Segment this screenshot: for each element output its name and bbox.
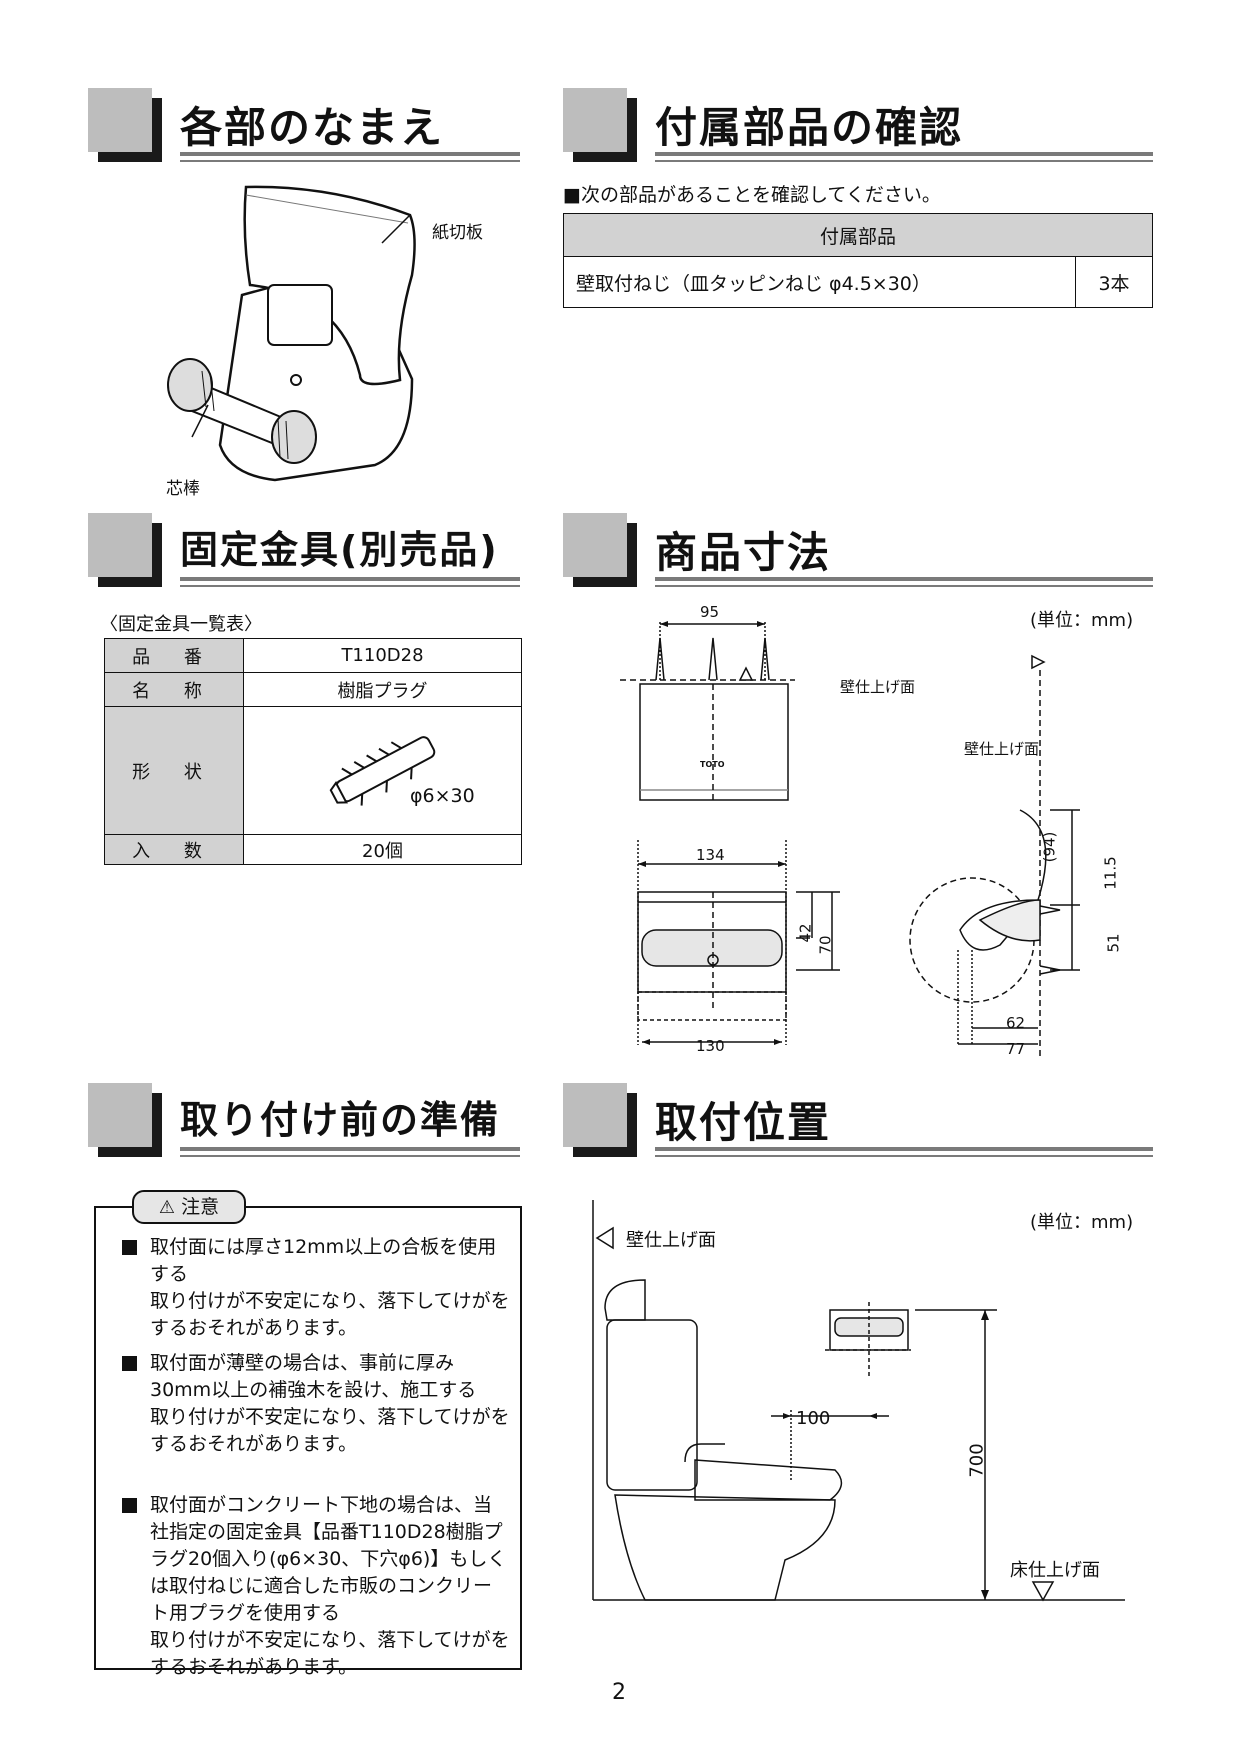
core-label: 芯棒 [166,479,200,499]
caution-tab: ⚠ 注意 [132,1190,246,1224]
header-rule [180,585,520,587]
warning-icon: ⚠ [158,1197,176,1218]
dimensions-drawing [620,620,1080,1060]
section-title: 取り付け前の準備 [180,1098,501,1142]
section-header-prep: 取り付け前の準備 [88,1083,520,1161]
header-rule [180,152,520,156]
parts-table: 付属部品 壁取付ねじ（皿タッピンねじ φ4.5×30） 3本 [563,213,1153,308]
section-header-dimensions: 商品寸法 [563,513,1153,591]
position-drawing [592,1200,1125,1602]
header-square [563,1083,627,1147]
plug-icon [329,736,436,806]
header-square [88,513,152,577]
dim-11-5: 11.5 [1101,856,1120,890]
position-wall-face: 壁仕上げ面 [626,1230,716,1251]
cutter-label: 紙切板 [432,223,483,243]
caution-item-body: 取り付けが不安定になり、落下してけがをするおそれがあります。 [150,1406,510,1455]
caution-item-body: 取り付けが不安定になり、落下してけがをするおそれがあります。 [150,1629,510,1678]
section-title: 各部のなまえ [180,103,445,152]
caution-item-head: 取付面がコンクリート下地の場合は、当社指定の固定金具【品番T110D28樹脂プラ… [120,1492,510,1627]
header-rule [655,160,1153,162]
parts-note: ■次の部品があることを確認してください。 [563,184,941,206]
page-number: 2 [612,1680,626,1705]
shape-label: 形 状 [104,706,244,835]
caution-item: 取付面が薄壁の場合は、事前に厚み30mm以上の補強木を設け、施工する 取り付けが… [120,1350,510,1458]
dim-77: 77 [1006,1040,1026,1058]
header-rule [655,1155,1153,1157]
dim-100: 100 [796,1408,831,1429]
dim-130: 130 [696,1037,725,1055]
wall-face-label-top: 壁仕上げ面 [840,678,916,696]
header-square [88,1083,152,1147]
parts-qty: 3本 [1075,256,1153,308]
caution-tab-label: 注意 [181,1196,220,1218]
dim-51: 51 [1104,933,1123,953]
section-title: 付属部品の確認 [655,103,964,152]
name-label: 名 称 [104,672,244,707]
header-square [563,88,627,152]
header-rule [655,585,1153,587]
section-title: 取付位置 [655,1098,832,1147]
qty-label: 入 数 [104,834,244,865]
fixture-table: 品 番 T110D28 名 称 樹脂プラグ 形 状 [104,638,522,865]
wall-face-label-side: 壁仕上げ面 [964,740,1040,758]
section-title: 固定金具(別売品) [180,528,499,572]
header-rule [655,577,1153,581]
caution-item: 取付面がコンクリート下地の場合は、当社指定の固定金具【品番T110D28樹脂プラ… [120,1492,510,1681]
part-no-value: T110D28 [243,638,522,673]
header-rule [655,1147,1153,1151]
dim-62: 62 [1006,1014,1026,1032]
dim-94: (94) [1040,831,1059,863]
dimensions-unit: (単位：mm) [1030,610,1134,631]
position-floor-face: 床仕上げ面 [1010,1560,1100,1581]
section-header-position: 取付位置 [563,1083,1153,1161]
caution-item-body: 取り付けが不安定になり、落下してけがをするおそれがあります。 [150,1290,510,1339]
caution-box [94,1206,522,1670]
caution-item-head: 取付面には厚さ12mm以上の合板を使用する [120,1234,510,1288]
brand-mark: TOTO [700,760,725,769]
shape-cell: φ6×30 [243,706,522,835]
part-no-label: 品 番 [104,638,244,673]
holder-illustration [167,185,416,482]
section-header-names: 各部のなまえ [88,88,520,166]
header-rule [180,160,520,162]
header-rule [180,1155,520,1157]
caution-item: 取付面には厚さ12mm以上の合板を使用する 取り付けが不安定になり、落下してけが… [120,1234,510,1342]
dim-134: 134 [696,846,725,864]
position-unit: (単位：mm) [1030,1212,1134,1233]
fixture-caption: 〈固定金具一覧表〉 [100,614,262,635]
header-square [88,88,152,152]
header-rule [180,1147,520,1151]
shape-size: φ6×30 [410,785,475,807]
parts-item: 壁取付ねじ（皿タッピンねじ φ4.5×30） [563,256,1076,308]
section-title: 商品寸法 [655,528,832,577]
qty-value: 20個 [243,834,522,865]
section-header-parts: 付属部品の確認 [563,88,1153,166]
header-square [563,513,627,577]
dim-70: 70 [816,935,835,955]
name-value: 樹脂プラグ [243,672,522,707]
header-rule [180,577,520,581]
header-rule [655,152,1153,156]
dim-95: 95 [700,603,720,621]
dim-42: 42 [796,923,815,943]
caution-item-head: 取付面が薄壁の場合は、事前に厚み30mm以上の補強木を設け、施工する [120,1350,510,1404]
parts-table-header: 付属部品 [563,213,1153,257]
section-header-fixture: 固定金具(別売品) [88,513,520,591]
